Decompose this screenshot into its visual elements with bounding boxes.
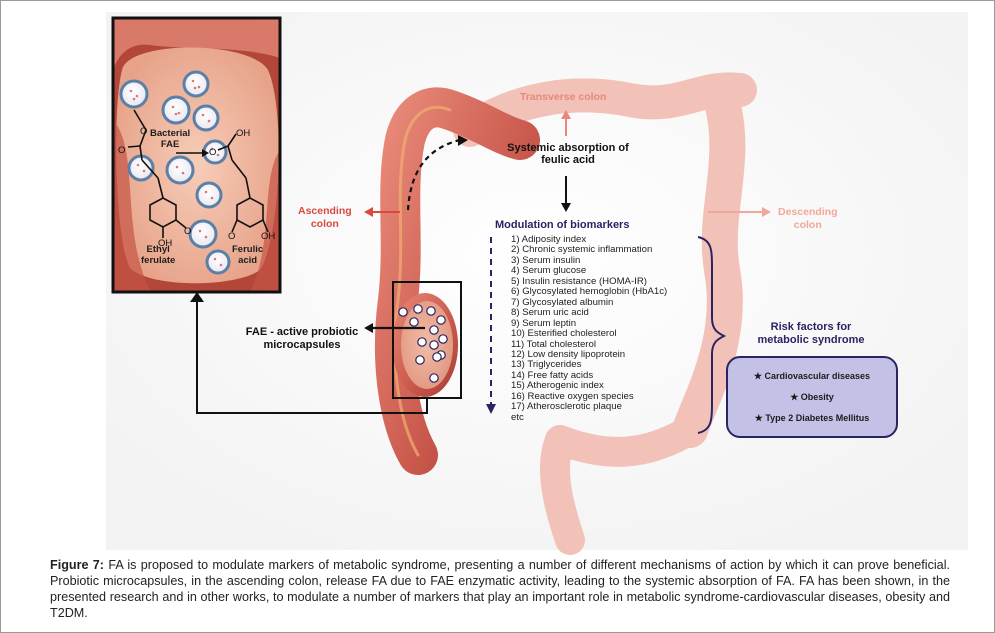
- atom-o-ether: O: [140, 126, 148, 137]
- transverse-colon-label: Transverse colon: [520, 91, 607, 103]
- atom-oh-left: OH: [158, 238, 173, 249]
- ferulic-acid-label: Ferulic acid: [232, 244, 264, 266]
- ethyl-ferulate-label: Ethyl ferulate: [141, 244, 176, 266]
- risk-title: Risk factors for metabolic syndrome: [757, 321, 865, 346]
- biomarker-item: 7) Glycosylated albumin: [511, 296, 614, 308]
- biomarker-item: 16) Reactive oxygen species: [511, 390, 634, 402]
- connector-arrowhead: [190, 292, 204, 302]
- absorption-dashed-path: [406, 138, 461, 211]
- transverse-arrowhead: [561, 110, 571, 119]
- atom-o-left: O: [118, 145, 126, 156]
- biomarker-item: 10) Esterified cholesterol: [511, 328, 617, 340]
- biomarker-item: 2) Chronic systemic inflammation: [511, 244, 653, 256]
- connector-line: [196, 300, 428, 414]
- absorption-arrowhead: [458, 135, 468, 146]
- bacterial-fae-label: Bacterial FAE: [150, 128, 191, 150]
- biomarker-dashed-arrowhead: [486, 404, 496, 414]
- biomarker-item: 14) Free fatty acids: [511, 369, 594, 381]
- ferulic-acid-structure: [217, 133, 269, 233]
- biomarker-item: etc: [511, 411, 524, 423]
- biomarker-item: 8) Serum uric acid: [511, 307, 589, 319]
- modulation-arrowhead: [561, 203, 571, 212]
- descending-arrowhead: [762, 207, 771, 217]
- biomarker-item: 5) Insulin resistance (HOMA-IR): [511, 275, 647, 287]
- colon-ascending: [374, 87, 540, 475]
- ascending-colon-label: Ascending colon: [298, 205, 352, 230]
- biomarker-item: 13) Triglycerides: [511, 359, 582, 371]
- colon-faded: [453, 72, 757, 555]
- biomarker-item: 1) Adiposity index: [511, 234, 587, 245]
- biomarker-item: 15) Atherogenic index: [511, 380, 604, 392]
- risk-factors-box: ★ Cardiovascular diseases ★ Obesity ★ Ty…: [726, 356, 898, 438]
- risk-brace: [697, 236, 727, 434]
- fae-microcapsules-label: FAE - active probiotic microcapsules: [245, 326, 359, 351]
- biomarkers-title: Modulation of biomarkers: [495, 219, 630, 231]
- cecum-microcapsules: [398, 304, 448, 383]
- risk-factor-item: ★ Type 2 Diabetes Mellitus: [754, 413, 870, 423]
- caption-label: Figure 7:: [50, 558, 104, 572]
- biomarker-item: 6) Glycosylated hemoglobin (HbA1c): [511, 286, 668, 298]
- fae-label-arrowhead: [364, 323, 373, 333]
- figure-caption: Figure 7: FA is proposed to modulate mar…: [50, 557, 950, 621]
- cecum-lumen: [401, 301, 453, 389]
- biomarker-item: 11) Total cholesterol: [511, 338, 596, 350]
- risk-factor-item: ★ Obesity: [790, 392, 834, 402]
- descending-colon-label: Descending colon: [778, 206, 838, 231]
- atom-oh-right: OH: [261, 231, 276, 242]
- systemic-absorption-label: Systemic absorption of feulic acid: [507, 142, 629, 166]
- biomarker-item: 12) Low density lipoprotein: [511, 348, 626, 360]
- ascending-arrowhead: [364, 207, 373, 217]
- atom-o-methoxy-left: O: [184, 226, 192, 237]
- atom-o-methoxy-right: O: [228, 231, 236, 242]
- risk-factor-item: ★ Cardiovascular diseases: [753, 371, 871, 381]
- biomarker-item: 4) Serum glucose: [511, 265, 587, 277]
- atom-oh-top: OH: [236, 128, 251, 139]
- biomarker-item: 9) Serum leptin: [511, 317, 577, 329]
- biomarker-item: 17) Atherosclerotic plaque: [511, 401, 622, 413]
- biomarker-item: 3) Serum insulin: [511, 254, 581, 266]
- ethyl-ferulate-structure: [127, 109, 187, 238]
- fae-reaction-arrowhead: [202, 149, 209, 157]
- caption-text: FA is proposed to modulate markers of me…: [50, 558, 950, 620]
- biomarker-list: 1) Adiposity index 2) Chronic systemic i…: [511, 234, 668, 423]
- atom-o-right: O: [209, 147, 217, 158]
